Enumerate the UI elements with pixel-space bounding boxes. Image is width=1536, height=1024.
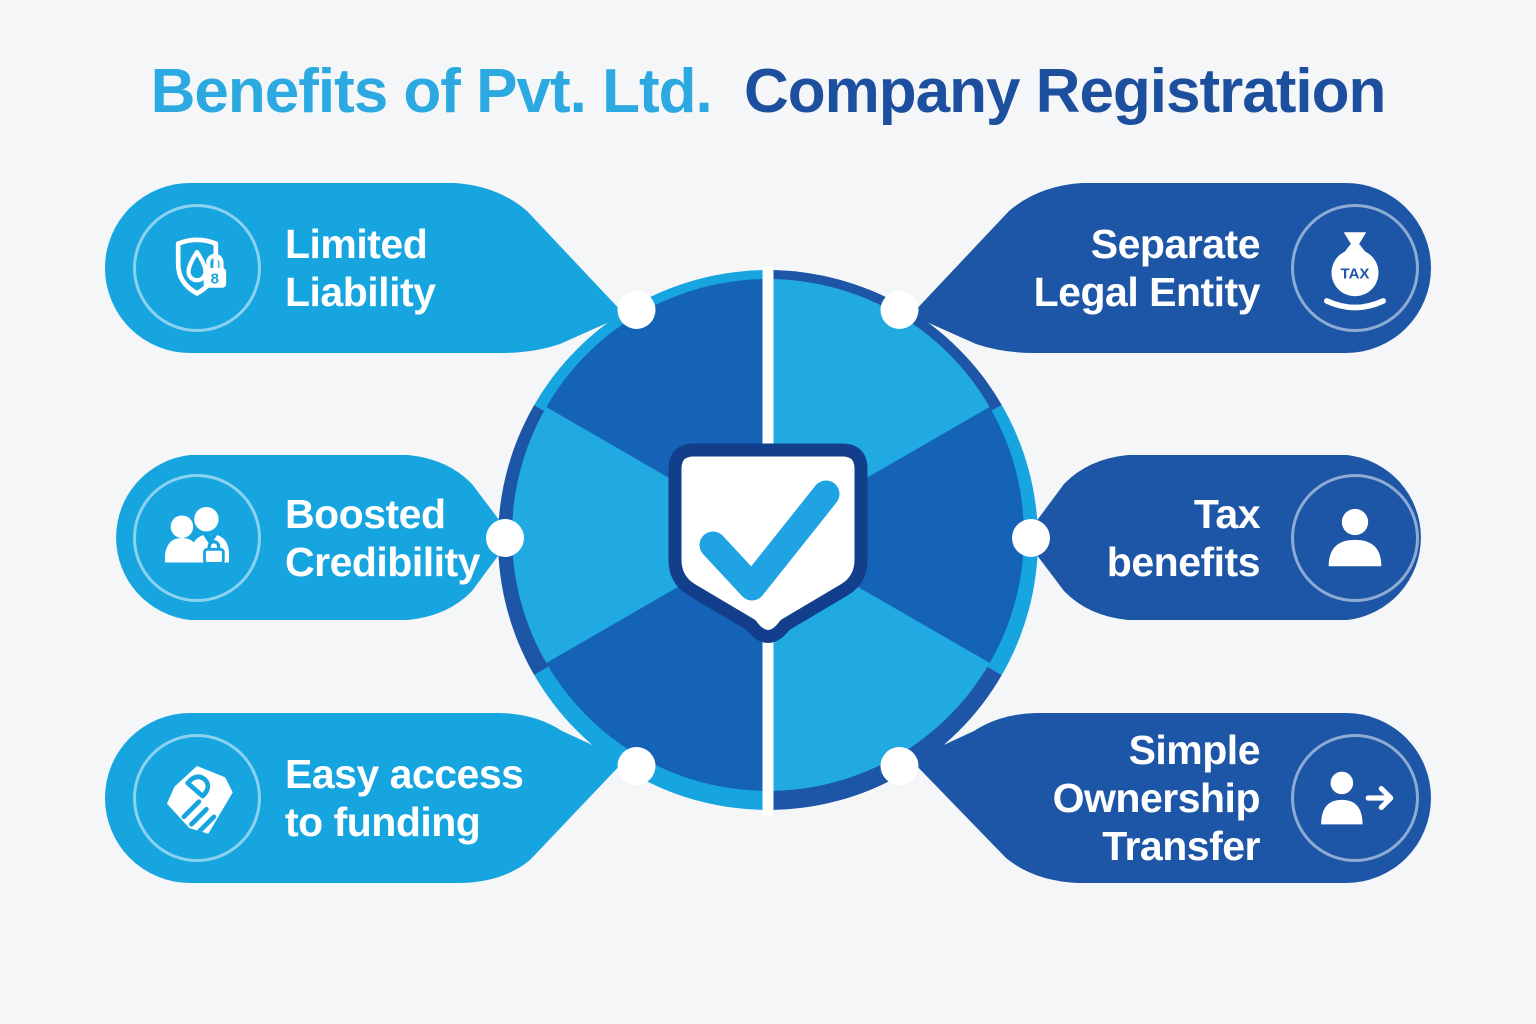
connector-dot — [1012, 519, 1050, 557]
banner-label-line: Liability — [285, 269, 436, 315]
connector-dots — [486, 291, 1050, 785]
tax-money-bag-icon: TAX — [1291, 204, 1419, 332]
banner-label-line: Separate — [1090, 221, 1261, 267]
shield-check-icon — [668, 443, 868, 643]
banner-label-line: Simple — [1128, 727, 1261, 773]
banner-simple-ownership-transfer: Simple Ownership Transfer — [938, 726, 1261, 870]
banner-label-line: benefits — [1106, 539, 1261, 585]
shield-lock-icon: 8 — [133, 204, 261, 332]
banner-label-line: Easy access — [285, 751, 524, 797]
lock-digit: 8 — [211, 271, 219, 288]
banner-label-line: Tax — [1193, 491, 1261, 537]
banner-limited-liability: Limited Liability — [285, 220, 615, 316]
check-icon — [699, 480, 840, 601]
title-rest: Company Registration — [743, 57, 1386, 126]
banner-easy-access-funding: Easy access to funding — [285, 750, 615, 846]
banner-label-line: Ownership — [1052, 775, 1261, 821]
banner-label-line: Transfer — [1102, 823, 1260, 869]
person-icon — [1291, 474, 1419, 602]
connector-dot — [486, 519, 524, 557]
banner-label-line: Limited — [285, 221, 428, 267]
people-icon — [133, 474, 261, 602]
banner-shape-separate-legal-entity — [911, 183, 1431, 353]
banner-label-line: Credibility — [285, 539, 480, 585]
banner-label-line: Legal Entity — [1033, 269, 1261, 315]
title-highlight: Benefits of Pvt. Ltd. — [150, 57, 713, 126]
banner-label-line: to funding — [285, 799, 481, 845]
banner-separate-legal-entity: Separate Legal Entity — [938, 220, 1261, 316]
connector-dot — [617, 747, 656, 785]
tax-label: TAX — [1341, 265, 1370, 282]
connector-dot — [880, 747, 919, 785]
connector-dot — [617, 291, 656, 329]
banner-shape-simple-ownership-transfer — [911, 713, 1431, 883]
handshake-icon — [133, 734, 261, 862]
banner-tax-benefits: Tax benefits — [938, 490, 1261, 586]
banner-label-line: Boosted — [285, 491, 446, 537]
page-title: Benefits of Pvt. Ltd. Company Registrati… — [0, 56, 1536, 127]
connector-dot — [880, 291, 919, 329]
banner-boosted-credibility: Boosted Credibility — [285, 490, 615, 586]
person-transfer-icon — [1291, 734, 1419, 862]
